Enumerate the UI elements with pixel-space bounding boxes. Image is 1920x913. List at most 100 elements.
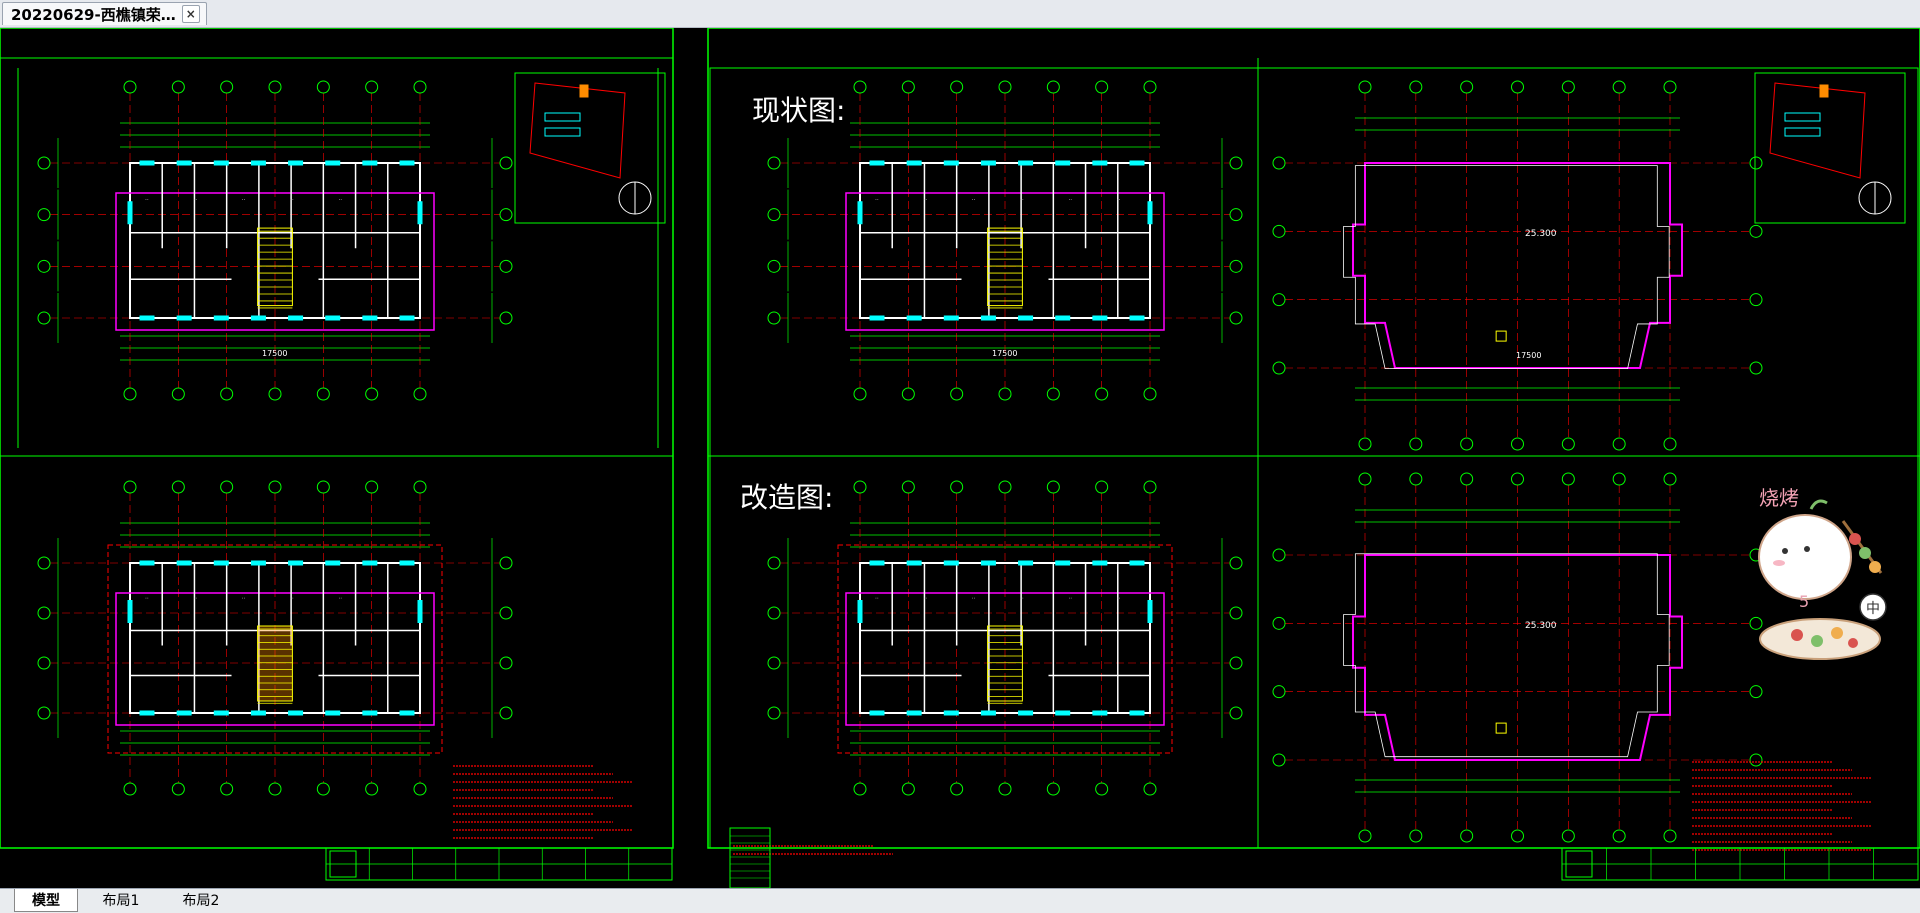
plan-left-top-window-bottom (362, 315, 378, 321)
plan-existing-window-bottom (1092, 315, 1108, 321)
roof-modified-axis-bubble-left (1272, 548, 1286, 562)
plan-left-bottom-window-right (417, 600, 423, 623)
plan-existing-window-top (943, 160, 959, 166)
plan-left-top-stair (257, 227, 293, 307)
plan-left-top-axis-bubble-bottom (413, 387, 427, 401)
plan-existing-room-tag: ·· (1117, 197, 1121, 204)
roof-existing-axis-bubble-top (1511, 80, 1524, 94)
plan-existing-axis-bubble-top (1095, 80, 1109, 94)
plan-existing-axis-bubble-top (901, 80, 915, 94)
roof-existing-axis-bubble-bottom (1409, 437, 1423, 451)
plan-left-top-window-bottom (176, 315, 192, 321)
plan-left-top-window-right (417, 201, 423, 225)
plan-modified-axis-bubble-right (1229, 706, 1243, 720)
plan-left-top-outline (115, 192, 435, 331)
plan-existing-window-bottom (1055, 315, 1071, 321)
keyplan-right-site-boundary (1769, 82, 1866, 179)
plan-existing-window-bottom (906, 315, 922, 321)
cad-model-space[interactable]: ········································… (0, 28, 1920, 888)
roof-existing-axis-bubble-left (1272, 361, 1286, 375)
plan-existing-window-right (1147, 201, 1153, 225)
plan-left-bottom-axis-bubble-left (37, 706, 51, 720)
plan-existing-window-bottom (1018, 315, 1034, 321)
plan-modified-window-bottom (1018, 710, 1034, 716)
plan-modified-axis-bubble-top (950, 480, 964, 494)
plan-left-bottom-window-bottom (139, 710, 155, 716)
plan-existing-outline (845, 192, 1165, 331)
plan-left-top-window-bottom (139, 315, 155, 321)
keyplan-right-site-marker (1819, 84, 1829, 98)
plan-left-top-axis-bubble-bottom (123, 387, 137, 401)
plan-left-bottom-axis-bubble-bottom (171, 782, 185, 796)
plan-left-top-axis-bubble-top (413, 80, 427, 94)
plan-left-bottom-outer-wall (129, 562, 421, 714)
layout-tab-model[interactable]: 模型 (14, 889, 78, 912)
plan-left-top-axis-bubble-bottom (268, 387, 282, 401)
plan-left-bottom-axis-bubble-bottom (316, 782, 330, 796)
plan-modified-window-bottom (1129, 710, 1145, 716)
plan-left-bottom-stair (257, 625, 293, 702)
plan-left-bottom-window-top (176, 560, 192, 566)
plan-left-top-axis-bubble-top (316, 80, 330, 94)
plan-left-top-axis-bubble-left (37, 208, 51, 222)
plan-modified-room-tag: ·· (1068, 596, 1072, 603)
title-left-company-logo (329, 850, 357, 878)
plan-left-top-outer-wall (129, 162, 421, 319)
roof-existing-axis-bubble-top (1663, 80, 1677, 94)
layout-tab-2[interactable]: 布局2 (182, 893, 220, 909)
plan-left-bottom-window-bottom (399, 710, 415, 716)
plan-modified-axis-bubble-left (767, 556, 781, 570)
plan-left-bottom-window-bottom (176, 710, 192, 716)
plan-existing-outer-wall (859, 162, 1151, 319)
plan-existing-room-tag: ·· (1020, 197, 1024, 204)
plan-left-top-window-top (362, 160, 378, 166)
plan-existing-window-left (857, 201, 863, 225)
plan-existing-axis-bubble-bottom (853, 387, 867, 401)
keyplan-left-site-marker (579, 84, 589, 98)
close-icon[interactable]: × (181, 5, 200, 23)
plan-existing-room-tag: ·· (1068, 197, 1072, 204)
plan-left-top-window-bottom (213, 315, 229, 321)
title-right-company-logo (1565, 850, 1593, 878)
plan-left-bottom-axis-bubble-bottom (123, 782, 137, 796)
plan-modified-window-top (1129, 560, 1145, 566)
plan-existing-axis-bubble-right (1229, 156, 1243, 170)
plan-modified-axis-bubble-bottom (853, 782, 867, 796)
plan-modified-axis-bubble-right (1229, 656, 1243, 670)
modified-label: 改造图: (740, 481, 833, 514)
plan-existing-axis-bubble-top (998, 80, 1012, 94)
roof-modified-axis-bubble-bottom (1460, 829, 1474, 843)
plan-modified-window-top (906, 560, 922, 566)
plan-left-bottom-axis-bubble-top (365, 480, 379, 494)
keyplan-left-building-b (544, 127, 581, 137)
plan-modified-window-bottom (869, 710, 885, 716)
plan-modified-axis-bubble-bottom (950, 782, 964, 796)
plan-left-top-axis-bubble-bottom (171, 387, 185, 401)
roof-modified-axis-bubble-left (1272, 753, 1286, 767)
plan-existing-window-bottom (869, 315, 885, 321)
plan-modified-axis-bubble-right (1229, 606, 1243, 620)
roof-modified-axis-bubble-top (1511, 472, 1524, 486)
plan-left-bottom-window-bottom (362, 710, 378, 716)
plan-existing-window-bottom (1129, 315, 1145, 321)
document-tab-title: 20220629-西樵镇荣… (11, 5, 176, 24)
plan-modified-axis-bubble-right (1229, 556, 1243, 570)
plan-modified-room-tag: ·· (875, 596, 879, 603)
roof-modified-axis-bubble-top (1612, 472, 1626, 486)
roof-modified-roof-hatch (1495, 722, 1507, 734)
keyplan-left-frame (514, 72, 666, 224)
plan-existing-axis-bubble-bottom (950, 387, 964, 401)
plan-left-bottom-axis-bubble-top (268, 480, 282, 494)
plan-left-bottom-window-left (127, 600, 133, 623)
legend-table (729, 827, 771, 888)
plan-left-top-window-bottom (399, 315, 415, 321)
document-tab[interactable]: 20220629-西樵镇荣… × (2, 2, 207, 25)
plan-left-bottom-axis-bubble-top (171, 480, 185, 494)
plan-left-top-room-tag: ·· (193, 197, 197, 204)
layout-tab-1[interactable]: 布局1 (102, 893, 140, 909)
plan-existing-window-top (869, 160, 885, 166)
plan-left-bottom-axis-bubble-right (499, 706, 513, 720)
plan-existing-window-bottom (980, 315, 996, 321)
roof-existing-axis-bubble-left (1272, 156, 1286, 170)
keyplan-right-building-b (1784, 127, 1821, 137)
